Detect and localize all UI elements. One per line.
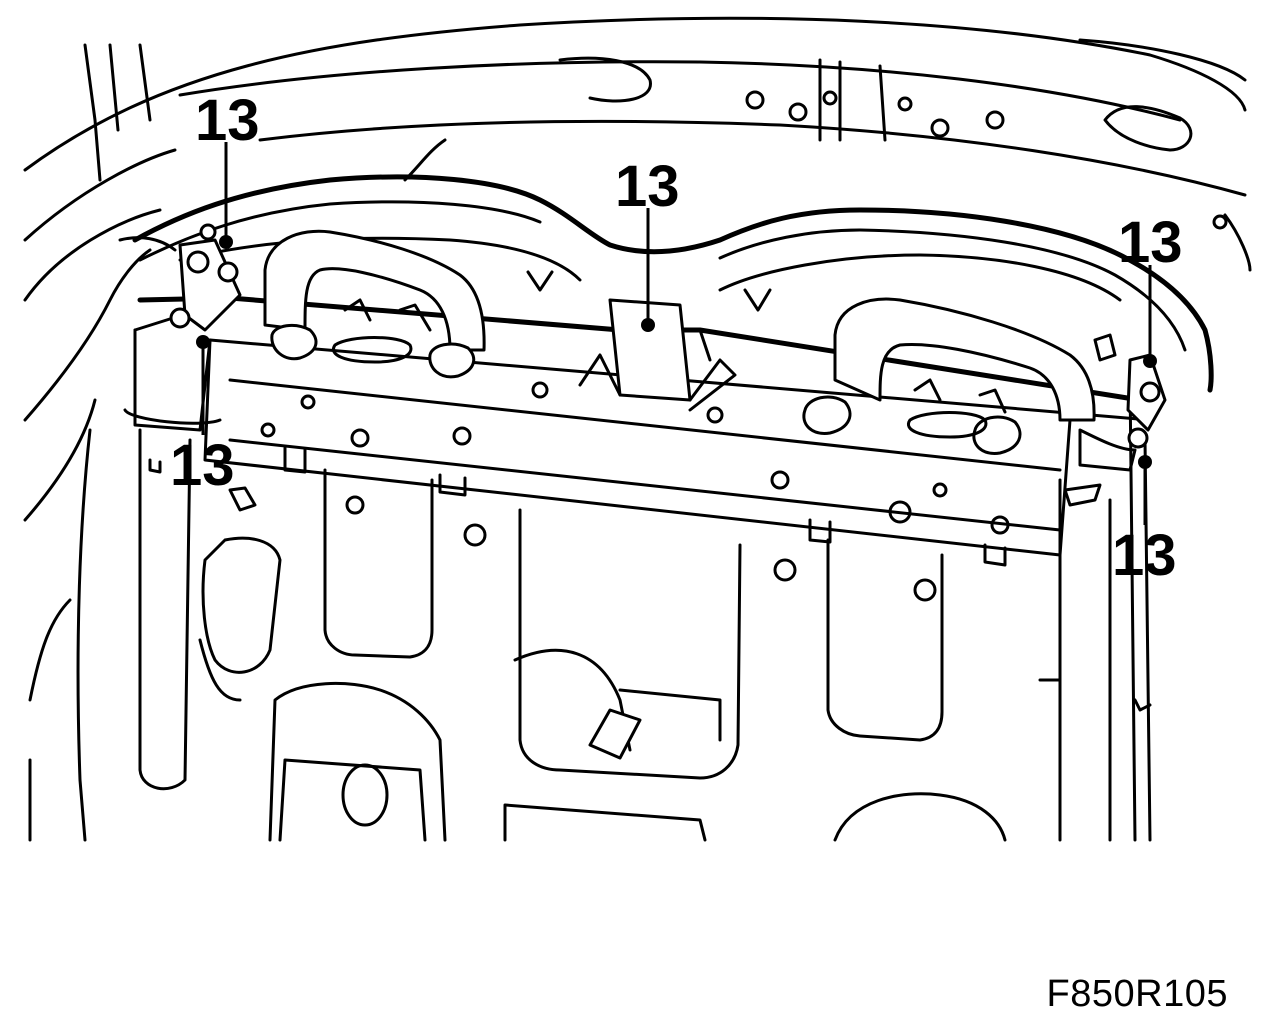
left-mount-bracket — [169, 223, 242, 332]
right-mount-bracket — [1093, 333, 1167, 449]
callout-leaders — [196, 142, 1157, 525]
seat-back-panel — [148, 338, 1152, 842]
callout-label-top-left: 13 — [195, 88, 260, 153]
center-bracket — [578, 298, 737, 412]
callout-label-bottom-left: 13 — [170, 433, 235, 498]
right-headrest-guide — [802, 297, 1096, 455]
callout-label-top-right: 13 — [1118, 210, 1183, 275]
figure-id: F850R105 — [1046, 973, 1228, 1015]
roof-outline — [23, 16, 1252, 272]
callout-label-bottom-right: 13 — [1112, 523, 1177, 588]
left-door-mirror — [198, 536, 282, 702]
left-seat-post — [123, 328, 222, 791]
callout-label-top-center: 13 — [615, 154, 680, 219]
left-headrest-guide — [263, 229, 486, 379]
left-pillar — [23, 43, 177, 842]
